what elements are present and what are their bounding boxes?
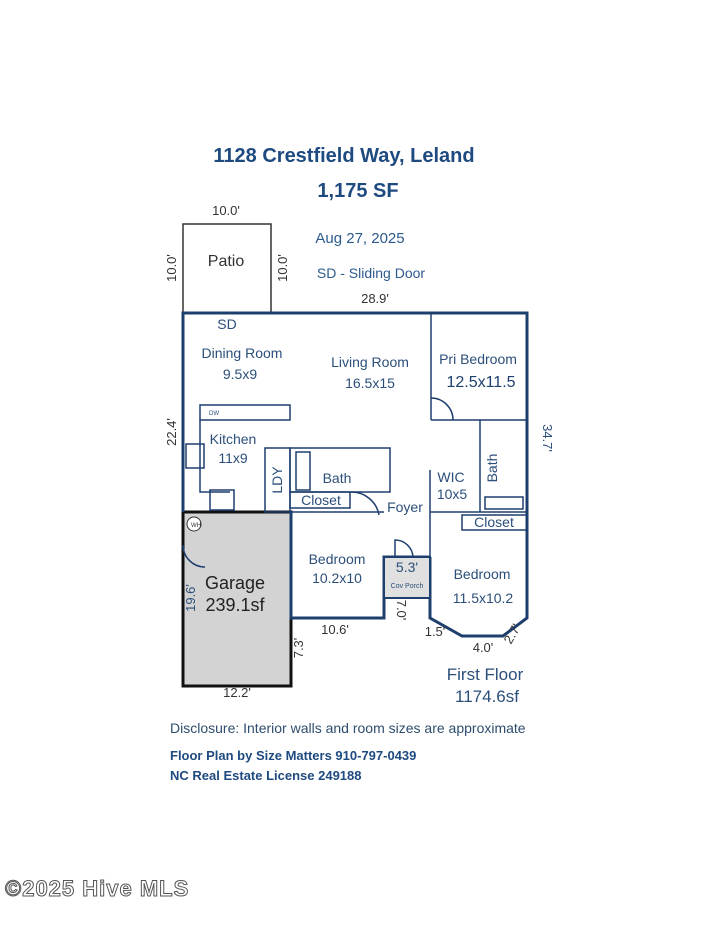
- garage-depth-dim: 19.6': [183, 584, 198, 612]
- garage-side-dim: 7.3': [291, 638, 306, 659]
- garage-width-dim: 12.2': [223, 685, 251, 700]
- overall-width-dim: 28.9': [361, 291, 389, 306]
- floor-label: First Floor: [447, 665, 524, 684]
- bedroom2-label: Bedroom: [309, 551, 366, 567]
- garage-outline: [181, 510, 293, 688]
- garage-label: Garage: [205, 573, 265, 593]
- patio-right-dim: 10.0': [275, 254, 290, 282]
- disclosure: Disclosure: Interior walls and room size…: [170, 720, 526, 736]
- foyer-label: Foyer: [387, 499, 423, 515]
- watermark: ©2025 Hive MLS: [4, 876, 190, 902]
- bedroom3-size: 11.5x10.2: [453, 590, 514, 606]
- license: NC Real Estate License 249188: [170, 768, 362, 783]
- total-square-feet: 1,175 SF: [317, 180, 399, 202]
- wic-size: 10x5: [437, 486, 468, 502]
- closet-label: Closet: [301, 492, 341, 508]
- porch-depth-dim: 7.0': [394, 600, 409, 621]
- porch-dim: 5.3': [396, 559, 418, 575]
- bedroom2-size: 10.2x10: [312, 570, 362, 586]
- bath-label: Bath: [323, 470, 352, 486]
- bay-dim-2: 4.0': [473, 640, 494, 655]
- plan-date: Aug 27, 2025: [315, 230, 405, 247]
- closet2-label: Closet: [474, 514, 514, 530]
- bay-dim-1: 1.5': [425, 624, 446, 639]
- dining-room-label: Dining Room: [202, 345, 283, 361]
- laundry-label: LDY: [269, 466, 285, 494]
- wic-label: WIC: [437, 469, 464, 485]
- left-dim: 22.4': [164, 418, 179, 446]
- living-room-label: Living Room: [331, 354, 409, 370]
- right-dim: 34.7': [540, 424, 555, 452]
- water-heater-label: WH: [191, 523, 201, 529]
- porch-label: Cov Porch: [391, 583, 424, 590]
- patio-label: Patio: [208, 253, 245, 270]
- pri-bedroom-label: Pri Bedroom: [439, 351, 517, 367]
- living-room-size: 16.5x15: [345, 375, 395, 391]
- water-heater-icon: [186, 516, 202, 532]
- interior-walls: [182, 313, 528, 580]
- garage-size: 239.1sf: [205, 595, 265, 615]
- bedroom3-label: Bedroom: [454, 566, 511, 582]
- kitchen-label: Kitchen: [210, 431, 257, 447]
- bath2-label: Bath: [484, 454, 500, 483]
- kitchen-size: 11x9: [218, 450, 248, 466]
- legend-sliding-door: SD - Sliding Door: [316, 265, 426, 281]
- pri-bedroom-size: 12.5x11.5: [446, 374, 515, 391]
- page-title: 1128 Crestfield Way, Leland: [213, 145, 475, 167]
- dishwasher-label: DW: [209, 411, 219, 417]
- sliding-door-label: SD: [217, 316, 236, 332]
- floor-area: 1174.6sf: [455, 687, 519, 706]
- dining-room-size: 9.5x9: [223, 366, 257, 382]
- credit: Floor Plan by Size Matters 910-797-0439: [170, 748, 417, 763]
- patio-left-dim: 10.0': [164, 254, 179, 282]
- patio-top-dim: 10.0': [212, 203, 240, 218]
- covered-porch: [383, 556, 431, 599]
- bedroom2-dim: 10.6': [321, 622, 349, 637]
